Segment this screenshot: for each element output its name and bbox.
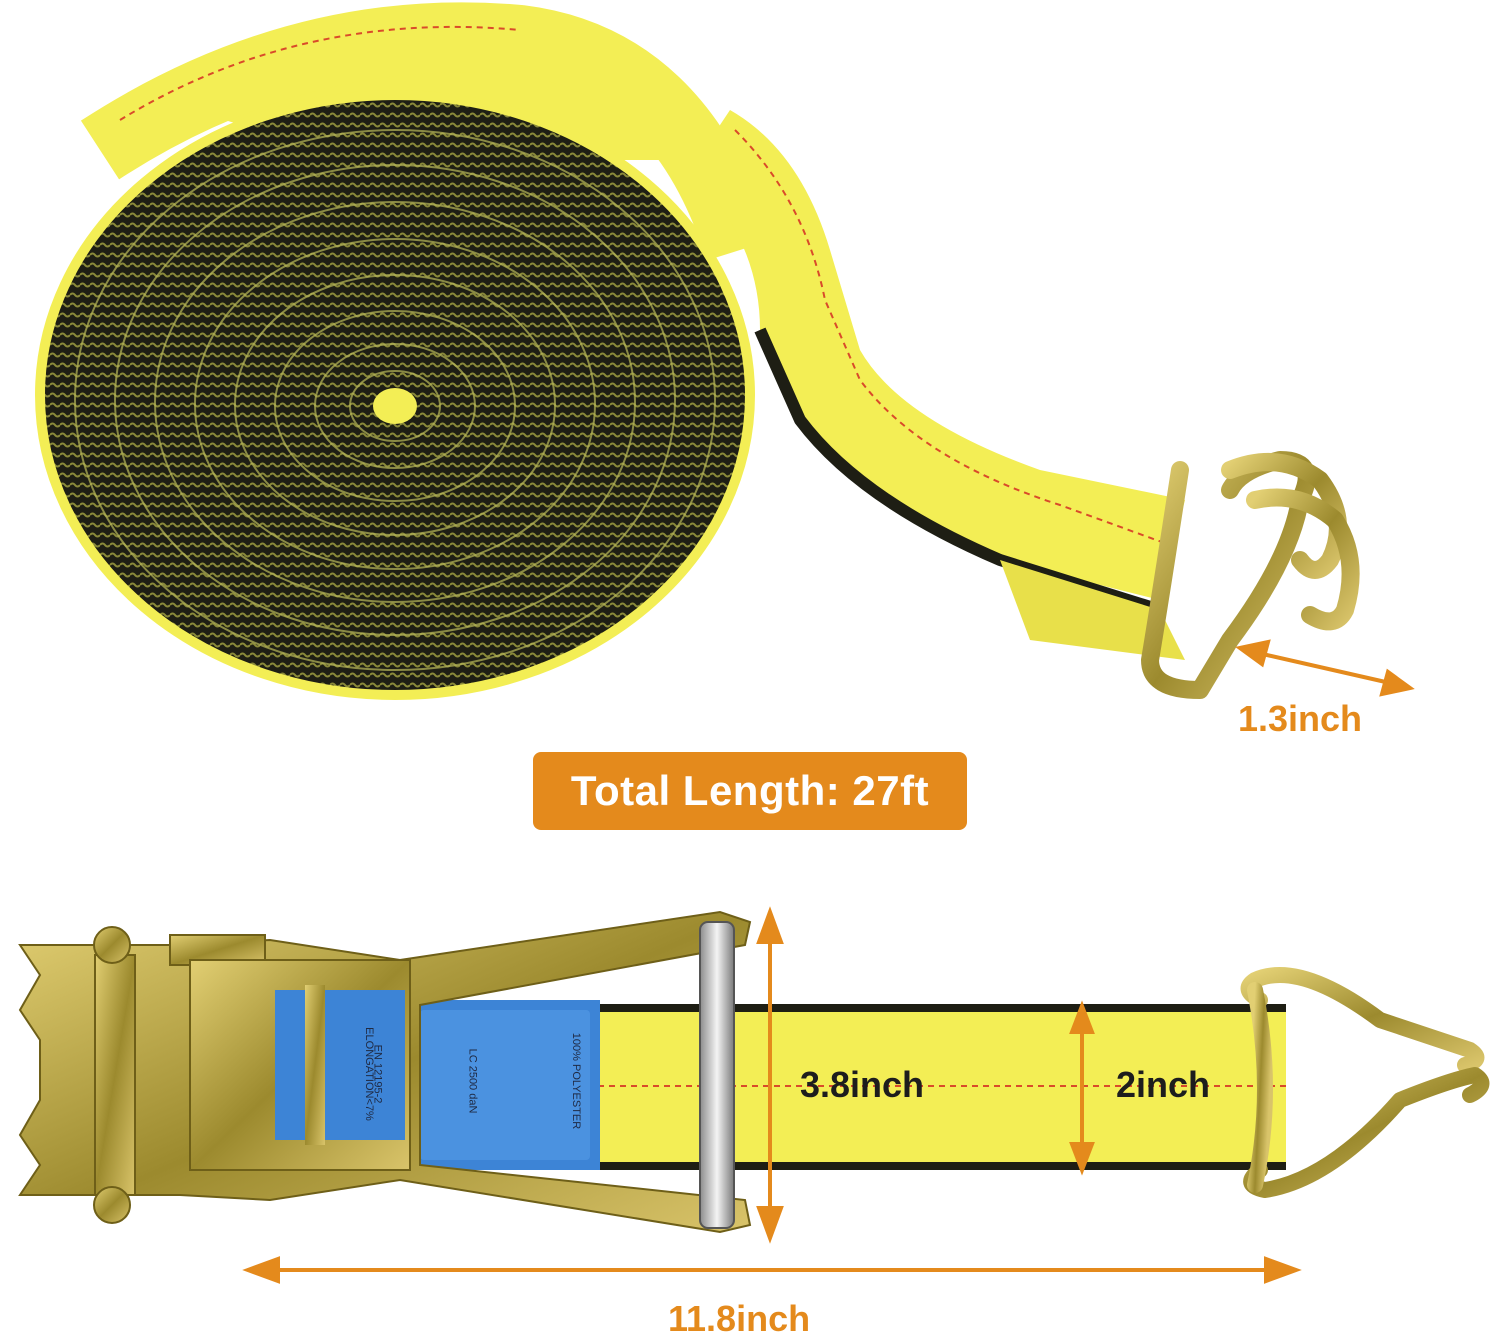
tag-line-4: EN 12195-2 bbox=[371, 1044, 384, 1104]
hook-width-label: 1.3inch bbox=[1238, 698, 1363, 739]
tag-line-2: LC 2500 daN bbox=[466, 1048, 479, 1114]
ratchet-spindle bbox=[94, 954, 136, 1196]
strap-width-arrow bbox=[1069, 1000, 1095, 1176]
ratchet-blue-core bbox=[275, 990, 405, 1140]
end-hook-icon bbox=[1240, 967, 1490, 1198]
hook-icon bbox=[1141, 451, 1360, 699]
ratchet-height-arrow bbox=[756, 906, 784, 1244]
total-length-label: Total Length: 27ft bbox=[570, 767, 930, 814]
assembly-length-arrow bbox=[242, 1256, 1302, 1284]
hook-width-arrow bbox=[1235, 639, 1415, 697]
strap-tail bbox=[690, 110, 1185, 600]
coil-center-hole bbox=[373, 388, 417, 424]
coil-rim bbox=[35, 90, 755, 700]
handle-bar bbox=[699, 921, 735, 1229]
assembly-length-label: 11.8inch bbox=[668, 1298, 811, 1339]
tag-line-1: 100% POLYESTER bbox=[570, 1032, 583, 1130]
coil-rings bbox=[74, 129, 716, 671]
total-length-badge: Total Length: 27ft bbox=[533, 752, 967, 830]
ratchet-height-label: 3.8inch bbox=[800, 1064, 925, 1105]
strap-width-label: 2inch bbox=[1116, 1064, 1211, 1105]
